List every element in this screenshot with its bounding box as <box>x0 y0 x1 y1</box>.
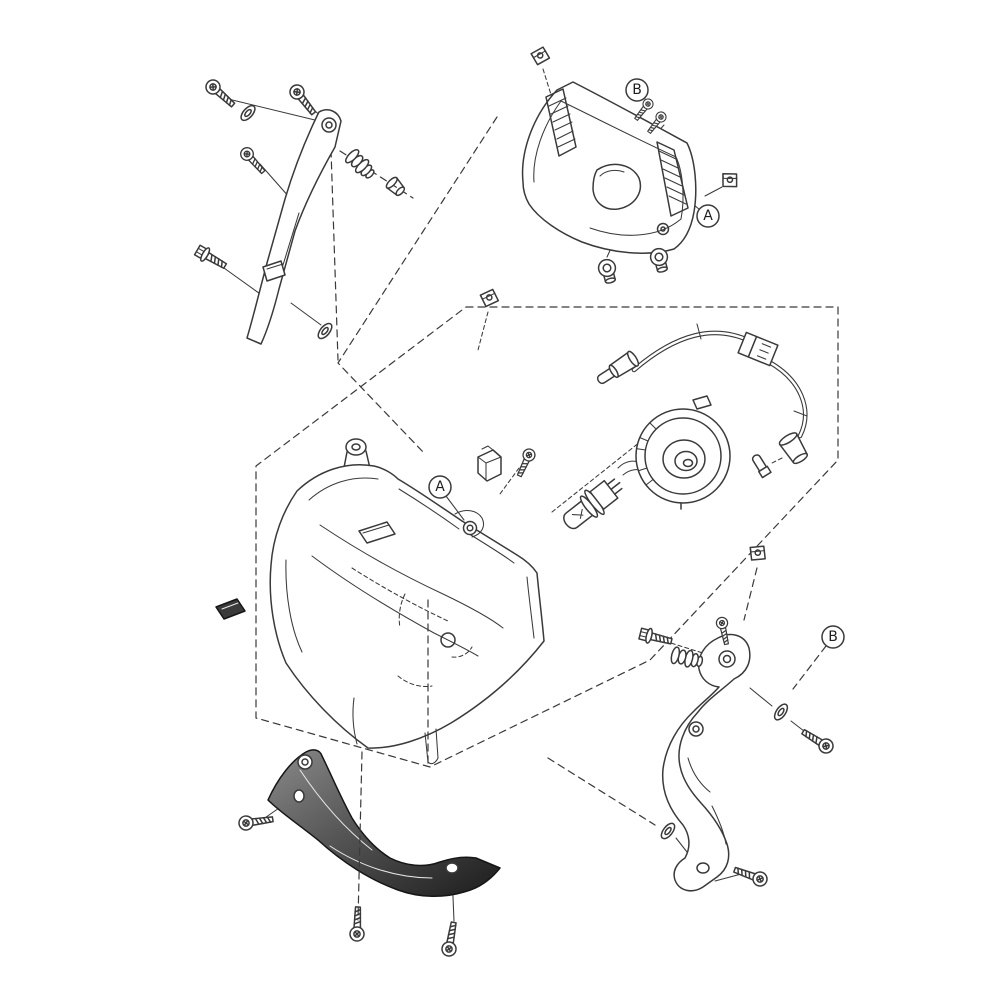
cover-rim-ticks <box>636 422 657 486</box>
front-spoiler <box>267 749 501 898</box>
rubber-grommet <box>342 146 379 183</box>
screw <box>237 144 269 177</box>
spoiler-hole <box>293 789 305 803</box>
callout-a-center-label: A <box>435 479 445 495</box>
bulb-group <box>563 460 646 530</box>
screw <box>349 906 366 942</box>
spoiler-group <box>237 749 501 958</box>
visor-group <box>521 45 742 286</box>
flange-bolt <box>637 625 674 650</box>
visor-opening <box>592 163 641 210</box>
spoiler-alignment-dashed-line <box>357 751 363 921</box>
vent-slats-right <box>658 150 687 205</box>
callout-b-right-label: B <box>828 629 838 645</box>
stay-slot <box>262 260 286 282</box>
harness-connector <box>737 331 779 367</box>
washer <box>771 701 791 723</box>
callout-circle <box>821 625 845 649</box>
left-headlight-stay <box>246 109 342 345</box>
visor-vent-right <box>656 141 689 217</box>
position-lamp-socket <box>778 432 809 465</box>
callout-circle <box>428 475 452 499</box>
body-mount-hole <box>462 520 478 536</box>
callout-a-top: A <box>696 204 720 228</box>
right-stay-group <box>637 615 837 892</box>
visor-vent-left <box>545 88 577 157</box>
headlight-bulb <box>563 478 623 530</box>
flange-bolt <box>192 242 230 274</box>
callout-b-right: B <box>821 625 845 649</box>
mount-stem <box>341 438 373 479</box>
washer <box>314 320 336 342</box>
wire-harness-group <box>596 323 809 564</box>
screw <box>440 920 462 958</box>
body-mount-bracket <box>454 509 485 538</box>
right-headlight-stay <box>661 633 751 892</box>
washer <box>658 820 678 842</box>
stay-hole <box>688 721 704 737</box>
rubber-grommet <box>669 645 705 671</box>
stay-eyelet-hole <box>321 117 337 133</box>
headlight-back-cover <box>635 395 731 510</box>
washer <box>237 102 259 124</box>
callout-a-center: A <box>428 475 452 499</box>
screw <box>286 81 320 119</box>
callout-b-top: B <box>625 78 649 102</box>
visor-mount-hole <box>656 222 670 236</box>
fitting-clip <box>215 598 246 620</box>
stay-foot-hole <box>696 862 710 874</box>
screw <box>513 446 538 479</box>
body-slot <box>358 521 396 544</box>
headlight-body-group <box>215 288 545 765</box>
callout-b-top-label: B <box>632 82 642 98</box>
stay-eyelet-inner <box>325 121 333 129</box>
spoiler-eyelet <box>297 754 313 770</box>
clip-nut <box>746 542 769 564</box>
bulb-socket <box>596 350 640 385</box>
clip-nut <box>479 288 500 308</box>
headlight-body <box>269 464 545 749</box>
clip-nut <box>529 45 552 67</box>
rubber-damper <box>595 256 620 286</box>
screw <box>798 725 837 757</box>
adjuster-hole <box>440 632 456 648</box>
callout-circle <box>696 204 720 228</box>
clip-nut <box>718 169 742 192</box>
callouts: B A A B <box>428 78 845 649</box>
vent-slats-left <box>548 97 576 148</box>
screw <box>202 76 239 112</box>
spoiler-hole <box>445 862 459 874</box>
body-hidden-lines <box>351 567 473 687</box>
position-switch <box>477 445 502 482</box>
callout-a-top-label: A <box>703 208 713 224</box>
assembly-boundary-box <box>255 306 839 768</box>
stay-eyelet-hole <box>718 650 736 668</box>
cover-tab <box>692 395 712 410</box>
screw <box>731 862 770 889</box>
harness-wire <box>631 330 753 373</box>
left-stay-group <box>192 76 408 345</box>
callout-circle <box>625 78 649 102</box>
harness-wire <box>766 359 808 439</box>
position-lamp-bulb <box>751 454 772 479</box>
